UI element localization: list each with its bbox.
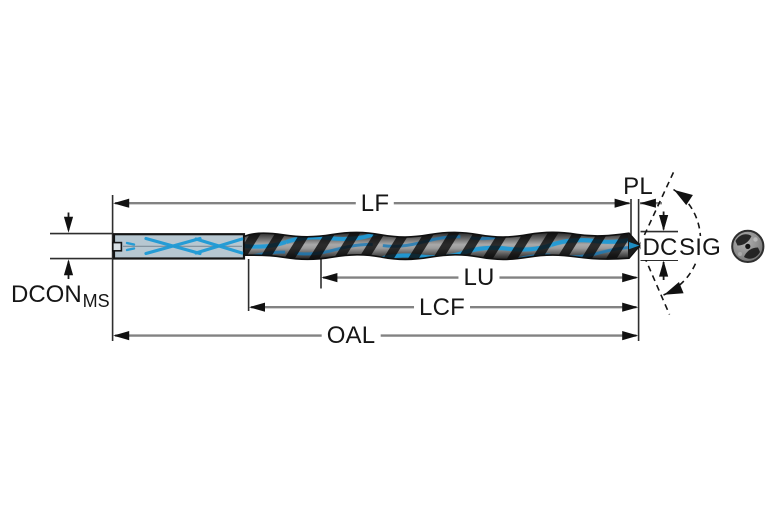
label-dc: DC [640,234,680,261]
drill-flutes [243,231,641,261]
drill-point [628,233,640,258]
drill-end-view-icon [731,229,765,263]
label-pl: PL [621,173,655,200]
dc-bottom-arrow [659,260,669,277]
label-lu: LU [458,266,500,290]
label-oal: OAL [321,324,381,348]
extension-lines [50,195,678,341]
label-sig: SIG [677,234,723,261]
lu-right-arrow [622,273,639,283]
label-lcf: LCF [414,296,470,320]
oal-left-arrow [113,331,130,341]
lu-left-arrow [321,273,338,283]
dimension-arrowheads [63,198,669,341]
dcon-bottom-arrow [63,259,74,276]
point-angle-upper-dashed-line [639,168,676,245]
shank-notch [112,241,123,252]
lf-left-arrow [113,198,130,208]
label-lf: LF [355,192,395,216]
oal-right-arrow [622,331,639,341]
dcon-top-arrow [63,216,74,233]
lcf-left-arrow [249,302,265,312]
dc-top-arrow [659,215,669,231]
pl-right-arrow [639,198,656,208]
label-dcon-subscript: MS [82,291,110,311]
label-dcon: DCON MS [11,281,110,311]
carbide-blue-marks [125,236,244,256]
drill-shank [112,233,246,260]
label-dcon-main: DCON [11,281,82,308]
lcf-right-arrow [622,302,639,312]
lf-right-arrow [614,198,631,208]
drill [112,231,641,261]
dimension-lines [115,201,662,337]
